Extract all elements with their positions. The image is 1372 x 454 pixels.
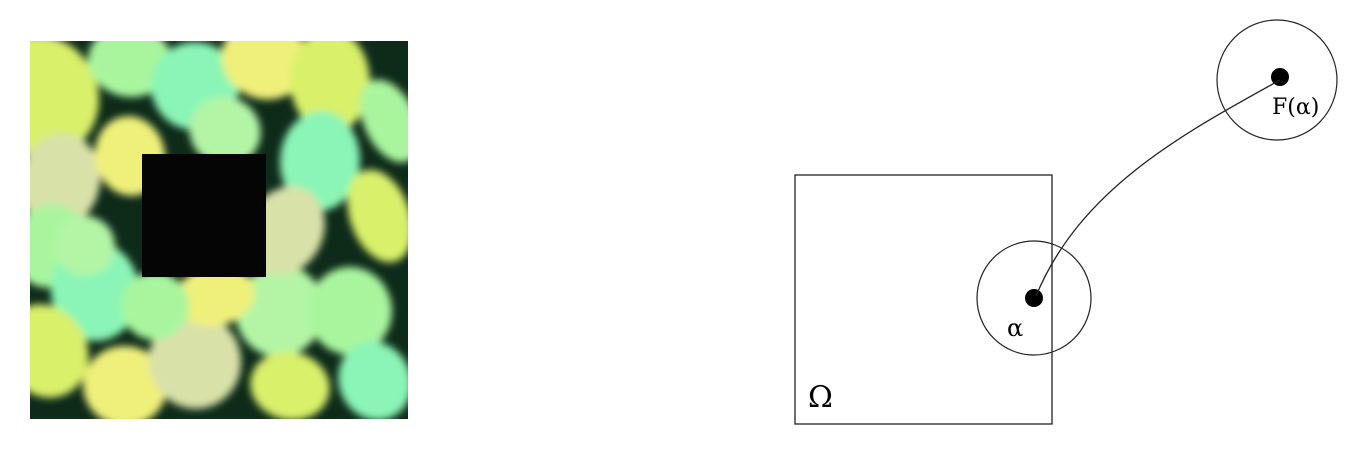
texture-cell [88, 41, 172, 98]
texture-cell [83, 345, 167, 419]
texture-image [30, 41, 408, 419]
domain-rectangle [794, 174, 1053, 425]
texture-cell [289, 41, 371, 133]
texture-cell [30, 133, 101, 229]
image-point-label: F(α) [1272, 95, 1319, 120]
texture-cell [121, 272, 189, 340]
texture-cell [148, 313, 242, 409]
texture-cell [55, 216, 115, 276]
neighborhood-circle [976, 240, 1092, 356]
masked-hole [142, 154, 266, 277]
texture-cell [30, 304, 89, 398]
texture-cell [175, 265, 255, 327]
mapping-arrow-curve [1035, 79, 1281, 297]
texture-cell [279, 111, 361, 211]
texture-cell [250, 351, 330, 419]
point-alpha-dot [1025, 289, 1043, 307]
point-alpha-label: α [1007, 314, 1023, 342]
texture-cell [338, 341, 408, 419]
texture-cell [189, 96, 261, 166]
image-point-dot [1271, 68, 1289, 86]
texture-cell [359, 79, 408, 163]
texture-cell [30, 41, 100, 158]
texture-cells [30, 41, 408, 419]
texture-cell [235, 265, 325, 357]
texture-cell [307, 267, 393, 355]
texture-cell [347, 169, 408, 263]
domain-label: Ω [808, 380, 833, 415]
image-neighborhood-circle [1216, 19, 1338, 141]
texture-cell [221, 41, 309, 100]
